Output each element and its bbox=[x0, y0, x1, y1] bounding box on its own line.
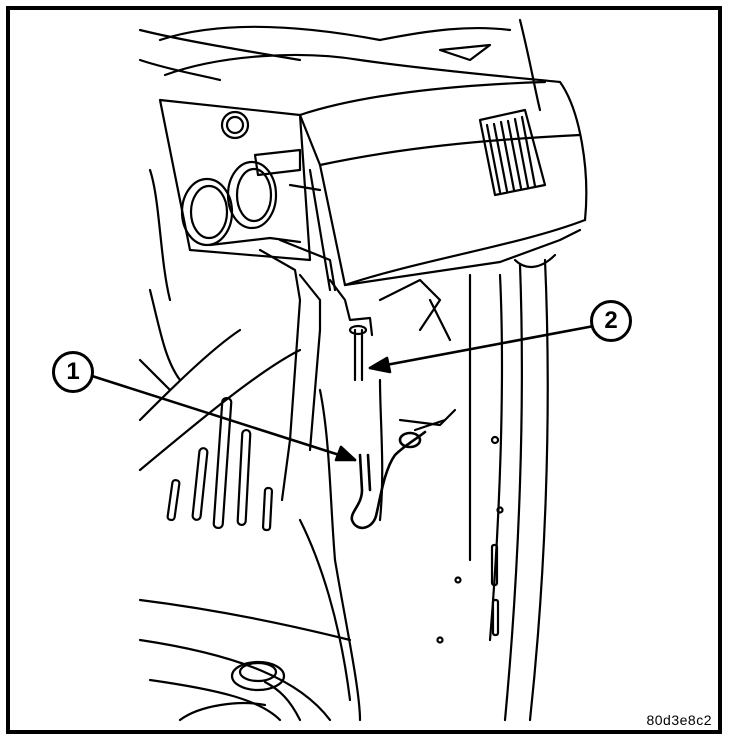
gauge-openings bbox=[180, 160, 278, 247]
floor-contours bbox=[138, 558, 362, 722]
figure-reference-code: 80d3e8c2 bbox=[646, 712, 712, 728]
callout-1: 1 bbox=[52, 351, 94, 393]
callout-2: 2 bbox=[590, 300, 632, 342]
leader-lines bbox=[90, 324, 596, 462]
instrument-panel-housing bbox=[163, 53, 588, 292]
callout-2-label: 2 bbox=[604, 307, 618, 334]
door-opening-pillar bbox=[378, 258, 549, 722]
callout-1-label: 1 bbox=[66, 358, 80, 385]
figure-border bbox=[6, 6, 722, 734]
release-cable bbox=[350, 430, 427, 530]
left-body-panel bbox=[138, 288, 352, 702]
bracket-and-cable bbox=[258, 238, 457, 562]
